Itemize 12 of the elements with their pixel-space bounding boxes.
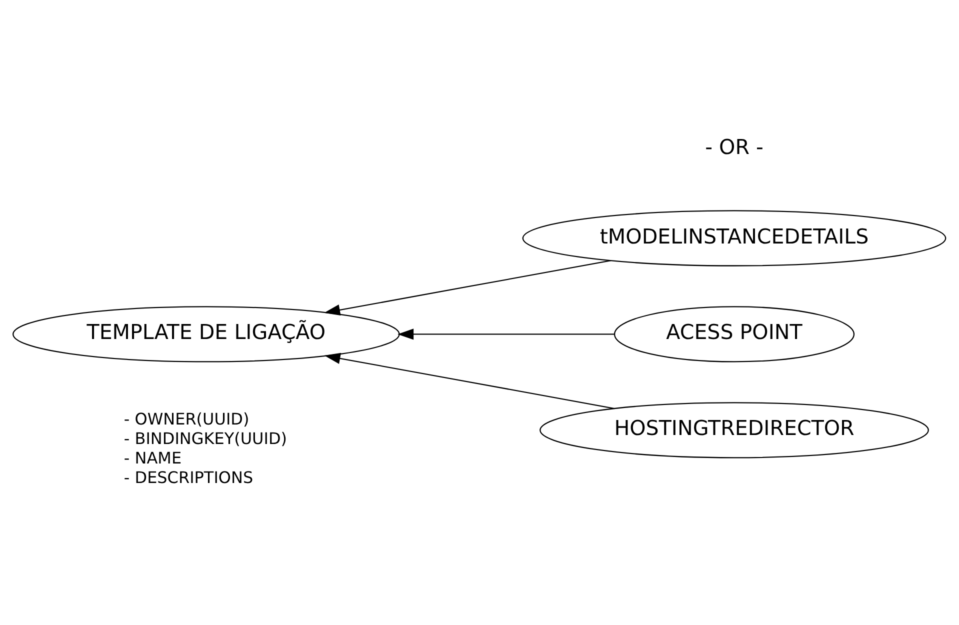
label: - BINDINGKEY(UUID) xyxy=(124,429,288,448)
label: - NAME xyxy=(124,448,182,468)
arrow xyxy=(324,352,615,410)
arrow xyxy=(324,260,611,316)
arrow xyxy=(398,328,614,340)
node-ellipse: HOSTINGTREDIRECTOR xyxy=(540,402,929,458)
node-ellipse: TEMPLATE DE LIGAÇÃO xyxy=(12,306,400,362)
node-ellipse: tMODELINSTANCEDETAILS xyxy=(522,210,946,266)
label: - OWNER(UUID) xyxy=(124,410,250,429)
label: - OR - xyxy=(705,135,764,160)
label: - DESCRIPTIONS xyxy=(124,468,254,487)
node-ellipse: ACESS POINT xyxy=(614,306,855,362)
